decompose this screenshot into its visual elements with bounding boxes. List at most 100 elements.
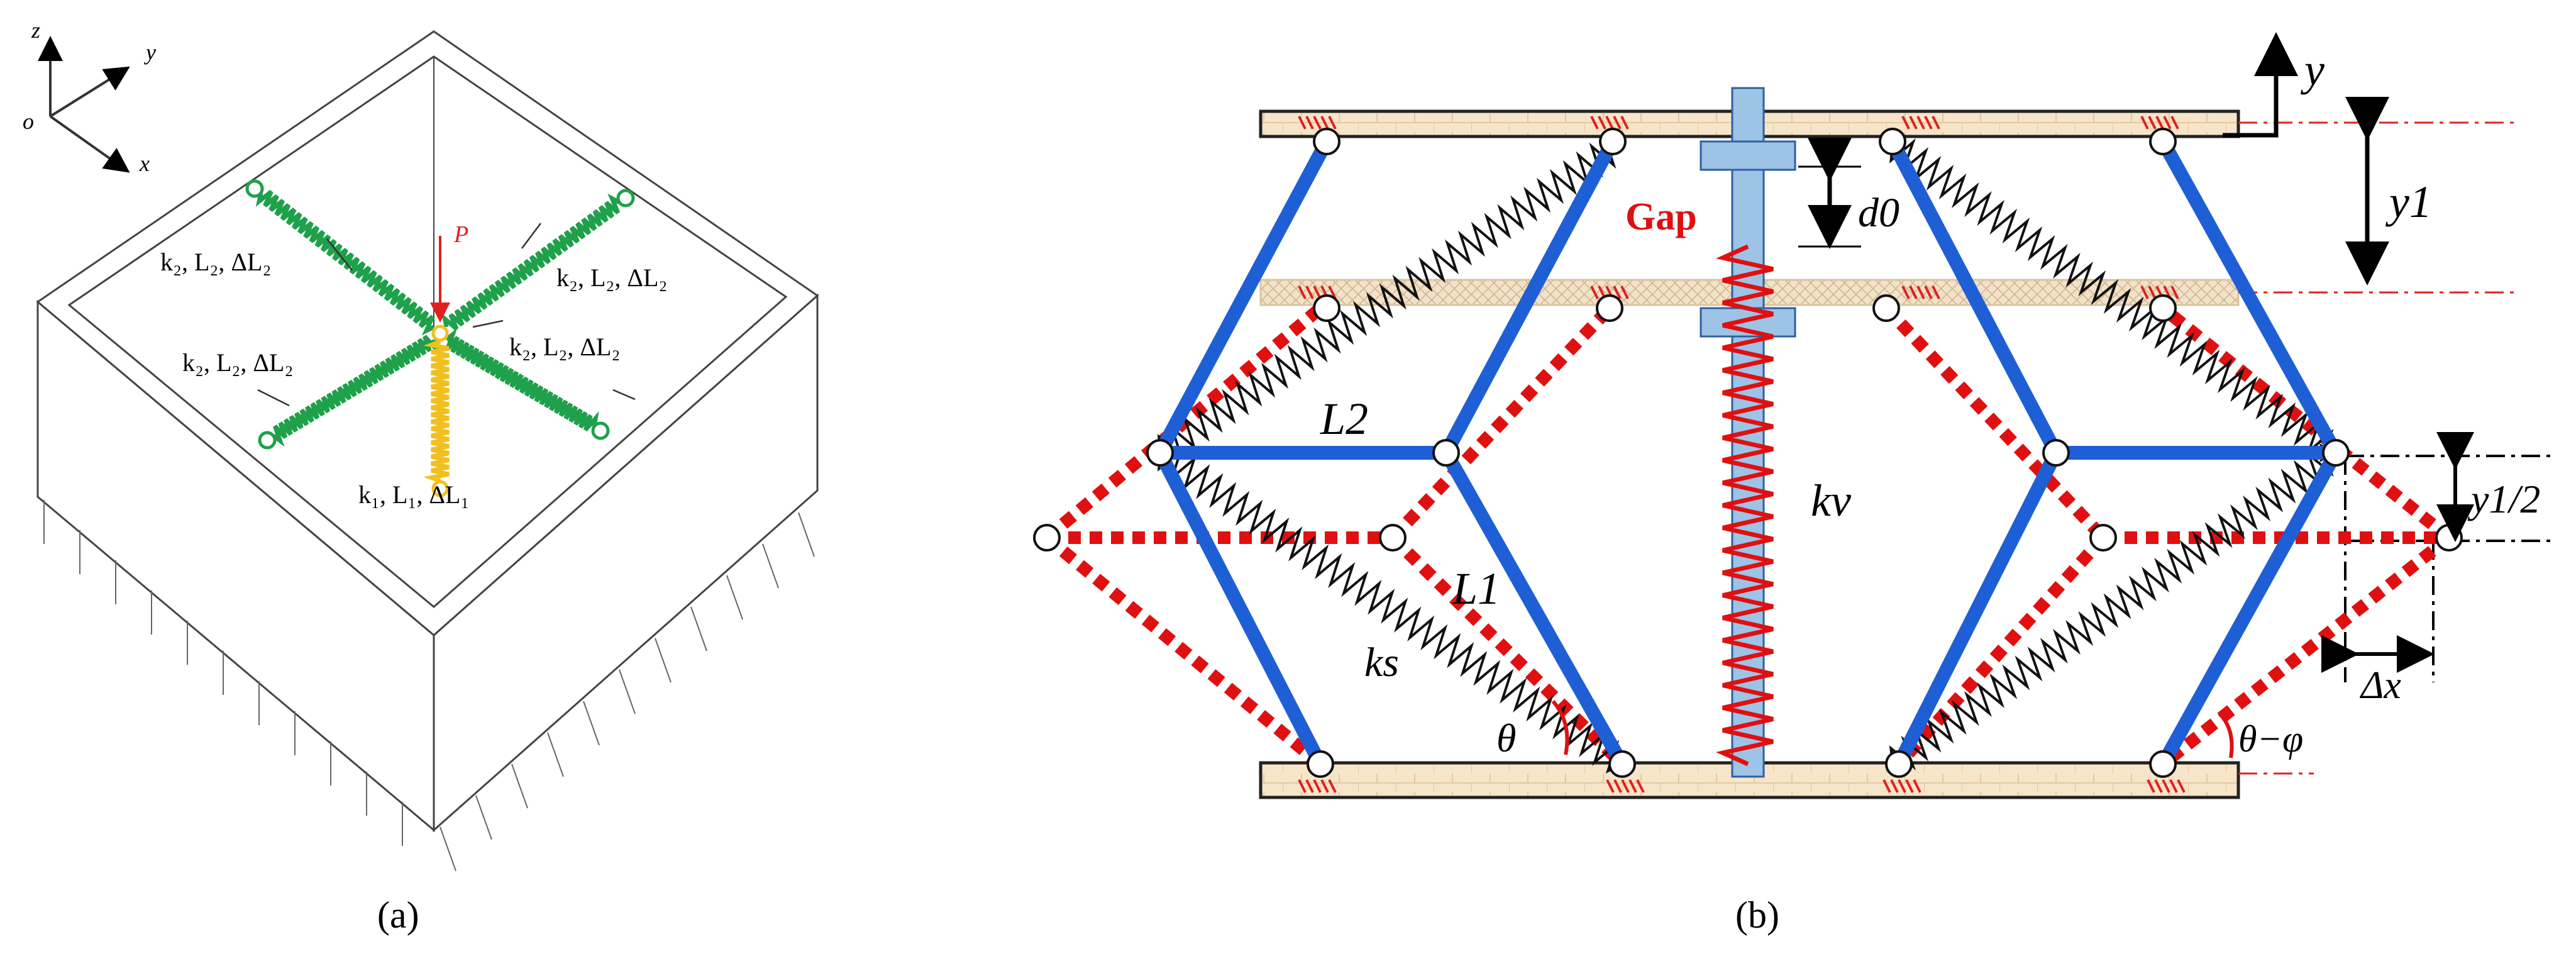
spring-label-top-right: k₂, L₂, ΔL₂ <box>556 263 667 292</box>
hatch-mark-right <box>511 763 528 809</box>
hatch-mark-right <box>619 669 636 714</box>
hatch-mark-right <box>439 826 456 872</box>
spring-bottom-right <box>445 328 599 432</box>
hinge-marks <box>1298 116 2186 793</box>
hinge-tick-mid <box>1909 286 1918 299</box>
ks-label: ks <box>1364 640 1399 685</box>
leader-mid-right <box>612 389 636 401</box>
hinge-tick-mid <box>1901 286 1910 299</box>
spring-end-top-left <box>245 179 264 198</box>
theta-minus-phi-label: θ−φ <box>2238 718 2303 760</box>
spring-label-mid-right: k₂, L₂, ΔL₂ <box>509 333 620 361</box>
spring-ks <box>1157 135 1620 460</box>
L1-label: L1 <box>1452 563 1500 614</box>
hinge-tick-top <box>1932 116 1940 130</box>
hinge-tick-bottom <box>1628 779 1637 793</box>
hinge-tick-bottom <box>1636 779 1645 793</box>
hatch-mark-right <box>726 575 743 620</box>
vertical-spring-kv <box>1715 244 1774 767</box>
box-frame <box>36 30 819 833</box>
hatch-mark-right <box>475 795 492 840</box>
hatch-mark-right <box>762 543 779 589</box>
spring-label-vertical: k₁, L₁, ΔL₁ <box>358 480 469 509</box>
spring-ks <box>1889 138 2336 462</box>
rigid-link <box>2156 446 2343 771</box>
pin-joint <box>2149 750 2177 778</box>
panel-a-box-diagram: z y o x P <box>23 18 819 936</box>
leader-top-left <box>326 238 353 271</box>
delta-x-label: Δx <box>2359 664 2401 707</box>
hinge-tick-top <box>1320 116 1329 130</box>
y-axis-line <box>49 66 130 118</box>
hinge-tick-top <box>1613 116 1622 130</box>
pin-joint <box>2322 439 2350 467</box>
hinge-tick-mid <box>1305 286 1314 299</box>
hinge-tick-bottom <box>1305 779 1314 793</box>
hinge-tick-mid <box>1620 286 1629 299</box>
hinge-tick-top <box>1620 116 1629 130</box>
hinge-tick-mid <box>1328 286 1337 299</box>
hinge-tick-top <box>1328 116 1337 130</box>
pin-joint <box>1596 294 1623 322</box>
hinge-tick-top <box>1901 116 1910 130</box>
pin-joint <box>2149 128 2177 155</box>
reference-lines <box>2238 121 2515 775</box>
hatch-mark-right <box>583 701 600 746</box>
hinge-tick-top <box>1605 116 1614 130</box>
spring-label-mid-left: k₂, L₂, ΔL₂ <box>182 348 293 377</box>
hinge-tick-top <box>1313 116 1322 130</box>
hinge-tick-bottom <box>1606 779 1615 793</box>
hinge-tick-bottom <box>1898 779 1906 793</box>
theta-arc <box>1551 700 1569 755</box>
axis-triad <box>38 36 130 173</box>
rigid-link <box>1892 446 2063 771</box>
spring-top-left <box>255 189 435 336</box>
pin-joint <box>1307 750 1334 778</box>
pin-joint <box>1432 439 1460 467</box>
box-top-outer <box>36 30 819 636</box>
y1-half-label: y1/2 <box>2467 477 2540 521</box>
L2-label: L2 <box>1320 394 1368 444</box>
spring-end-bottom-left <box>258 431 277 450</box>
theta-label: θ <box>1496 716 1516 760</box>
hinge-tick-top <box>2163 116 2172 130</box>
pin-joint <box>1599 128 1627 155</box>
hatch-mark-right <box>690 606 707 652</box>
origin-label: o <box>23 109 34 134</box>
pin-joint <box>2149 294 2177 322</box>
hinge-tick-mid <box>2140 286 2149 299</box>
pin-joint <box>1885 750 1913 778</box>
pin-joint <box>1379 524 1407 552</box>
leader-lines <box>257 223 636 407</box>
x-axis-line <box>49 115 130 173</box>
pin-joint <box>2435 524 2463 552</box>
spring-end-bottom-right <box>591 421 610 440</box>
pin-joint <box>2042 439 2070 467</box>
hinge-tick-bottom <box>1328 779 1337 793</box>
caption-b: (b) <box>1735 894 1779 936</box>
hinge-tick-top <box>1916 116 1925 130</box>
y-axis-label: y <box>144 40 156 65</box>
rigid-links <box>1153 135 2343 771</box>
spring-label-top-left: k₂, L₂, ΔL₂ <box>160 248 271 276</box>
hinge-tick-top <box>2140 116 2149 130</box>
deformed-link <box>2159 533 2453 769</box>
spring-vertical <box>423 339 450 484</box>
hinge-tick-bottom <box>1882 779 1891 793</box>
y-label: y <box>2300 45 2324 95</box>
hinge-tick-mid <box>1613 286 1622 299</box>
ground-hatch <box>43 500 815 872</box>
d0-label: d0 <box>1858 190 1899 236</box>
panel-b-mechanism-diagram: d0 Gap y y1 y1/2 Δx θ θ−φ L2 L1 kv ks (b… <box>1033 32 2553 936</box>
hatch-mark-right <box>798 512 815 557</box>
pin-joint <box>1608 750 1636 778</box>
hinge-tick-mid <box>1298 286 1307 299</box>
spring-vertical-end <box>431 480 449 497</box>
y-direction-arrow <box>2223 32 2298 138</box>
spring-end-top-right <box>616 189 635 208</box>
kv-label: kv <box>1811 475 1851 526</box>
hinge-tick-top <box>1598 116 1606 130</box>
hinge-tick-bottom <box>1913 779 1921 793</box>
deformed-link <box>1881 304 2108 542</box>
